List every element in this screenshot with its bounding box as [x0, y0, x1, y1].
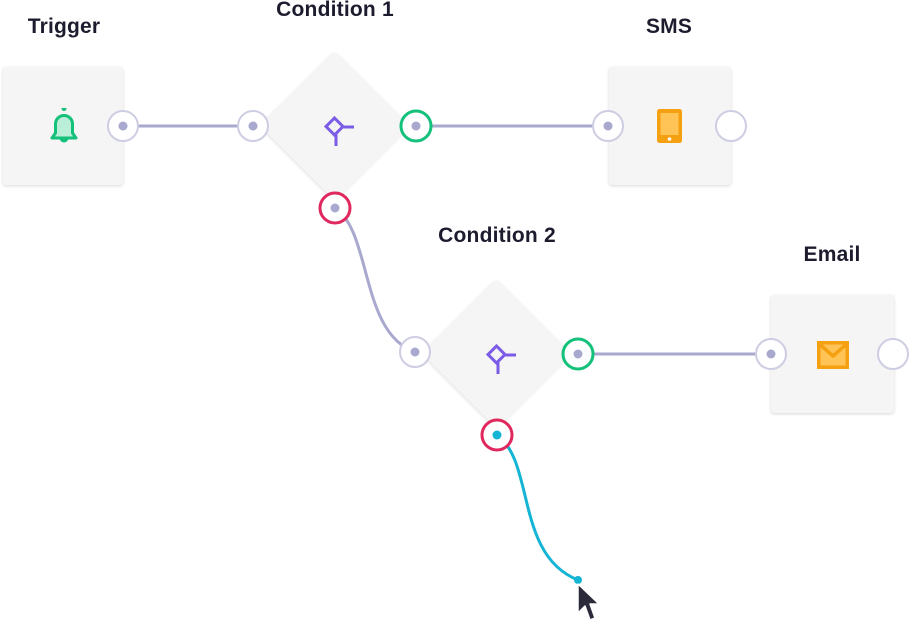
trigger-label: Trigger: [27, 15, 101, 38]
drag-handle[interactable]: [574, 576, 582, 584]
trigger-output-port[interactable]: [107, 110, 139, 142]
email-label: Email: [803, 243, 861, 266]
email-output-port[interactable]: [877, 338, 909, 370]
condition-icon: [323, 115, 354, 146]
condition-1-label: Condition 1: [276, 0, 394, 21]
sms-label: SMS: [645, 15, 693, 38]
email-input-port[interactable]: [755, 338, 787, 370]
sms-input-port[interactable]: [592, 110, 624, 142]
condition-1-input-port[interactable]: [237, 110, 269, 142]
condition-1-false-port[interactable]: [318, 191, 352, 225]
condition-1-true-port[interactable]: [399, 109, 433, 143]
condition-2-false-port[interactable]: [480, 418, 514, 452]
dragging-connection[interactable]: [495, 433, 580, 582]
mobile-phone-icon: [657, 109, 682, 143]
condition-2-true-port[interactable]: [561, 337, 595, 371]
condition-2-label: Condition 2: [438, 224, 556, 247]
condition-icon: [485, 343, 516, 374]
connection-condition-1-condition-2[interactable]: [333, 206, 417, 354]
mouse-pointer-icon: [577, 583, 600, 621]
bell-icon: [50, 108, 78, 143]
condition-2-input-port[interactable]: [399, 336, 431, 368]
envelope-icon: [817, 341, 849, 369]
sms-output-port[interactable]: [715, 110, 747, 142]
